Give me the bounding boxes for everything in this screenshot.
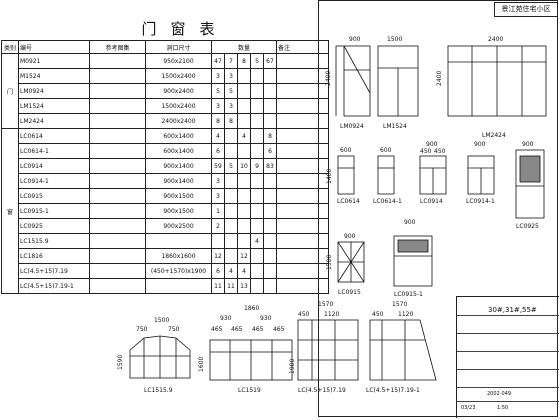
dim-lc1519-w: 1860	[244, 305, 259, 312]
title-block: 2002-049 03/23 1:50	[456, 296, 559, 418]
dim-lc1519-ss-c: 465	[252, 326, 264, 333]
label-lc0915-1: LC0915-1	[394, 291, 423, 298]
label-lc0914-1: LC0914-1	[466, 198, 495, 205]
dim-lm1524-w: 1500	[387, 36, 402, 43]
dim-lc4519-w: 1570	[318, 301, 333, 308]
window-qty: 11	[211, 278, 225, 294]
dim-lc0915-1-w: 900	[404, 219, 416, 226]
elevation-lm1524	[377, 45, 419, 117]
schedule-title: 门窗表	[141, 20, 229, 38]
dim-lc0614-1-w: 600	[380, 147, 392, 154]
dim-lc1519-h: 1600	[198, 357, 205, 372]
dim-lc1519-ss-b: 465	[231, 326, 243, 333]
dim-lc0614-w: 600	[340, 147, 352, 154]
dim-lc1515-sub-b: 750	[168, 326, 180, 333]
title-block-scale: 1:50	[497, 405, 509, 411]
elevation-lc0915-1	[393, 235, 433, 287]
elevation-lc0915	[337, 241, 365, 283]
elevation-lc4519-1	[369, 319, 437, 381]
dim-lc1519-ss-d: 465	[273, 326, 285, 333]
dim-lc4519-1-sub-b: 1120	[398, 311, 413, 318]
title-block-date: 2002-049	[487, 391, 512, 397]
dim-lc1519-sub-a: 930	[220, 315, 232, 322]
elevation-lc1519	[209, 339, 293, 381]
label-lc1515: LC1515.9	[144, 387, 173, 394]
dim-lm2424-w: 2400	[488, 36, 503, 43]
dim-lc4519-1-sub-a: 450	[372, 311, 384, 318]
label-lm1524: LM1524	[383, 123, 407, 130]
elevation-lc1515-9	[129, 335, 191, 379]
dim-lc4519-h: 1900	[289, 359, 296, 374]
dim-lc1519-sub-b: 930	[260, 315, 272, 322]
dim-lc0614-h: 1400	[326, 169, 333, 184]
project-name: 景江苑住宅小区	[494, 2, 558, 17]
title-block-sheet: 03/23	[461, 405, 476, 411]
window-remark	[276, 278, 329, 294]
drawing-number: 30#,31#,55#	[488, 306, 537, 314]
dim-lc0925-w: 900	[522, 141, 534, 148]
label-lc0614: LC0614	[337, 198, 360, 205]
dim-lc0914-w: 900	[426, 141, 438, 148]
dim-lc1515-h: 1590	[117, 355, 124, 370]
dim-lc1515-sub-a: 750	[136, 326, 148, 333]
elevation-lm2424	[447, 45, 547, 117]
label-lc0925: LC0925	[516, 223, 539, 230]
elevation-lm0924	[335, 45, 371, 117]
dim-lc0914-sub-b: 450	[434, 148, 446, 155]
label-lc0914: LC0914	[420, 198, 443, 205]
dim-lc1515-w: 1500	[154, 317, 169, 324]
label-lm0924: LM0924	[340, 123, 364, 130]
dim-lc0915-w: 900	[344, 233, 356, 240]
dim-lm0924-w: 900	[349, 36, 361, 43]
dim-lc0915-h: 1500	[326, 255, 333, 270]
elevation-lc4519	[297, 319, 359, 381]
label-lm2424: LM2424	[482, 132, 506, 139]
dim-lm2424-h: 2400	[436, 71, 443, 86]
dim-lc1519-ss-a: 465	[211, 326, 223, 333]
elevation-lc0914	[419, 155, 447, 195]
dim-lc0914-1-w: 900	[474, 141, 486, 148]
label-lc0614-1: LC0614-1	[373, 198, 402, 205]
dim-lc0914-sub-a: 450	[420, 148, 432, 155]
dim-lc4519-sub-b: 1120	[324, 311, 339, 318]
label-lc0915: LC0915	[338, 289, 361, 296]
elevation-lc0614-1	[377, 155, 395, 195]
drawing-frame	[318, 0, 558, 417]
dim-lc4519-1-w: 1570	[392, 301, 407, 308]
elevation-lc0914-1	[467, 155, 495, 195]
dim-lm0924-h: 2400	[325, 71, 332, 86]
label-lc4519-1: LC(4.5+15)7.19-1	[366, 387, 420, 394]
label-lc1519: LC1519	[238, 387, 261, 394]
label-lc4519: LC(4.5+15)7.19	[298, 387, 346, 394]
elevation-lc0614	[337, 155, 355, 195]
dim-lc4519-sub-a: 450	[298, 311, 310, 318]
elevation-lc0925	[515, 149, 545, 219]
